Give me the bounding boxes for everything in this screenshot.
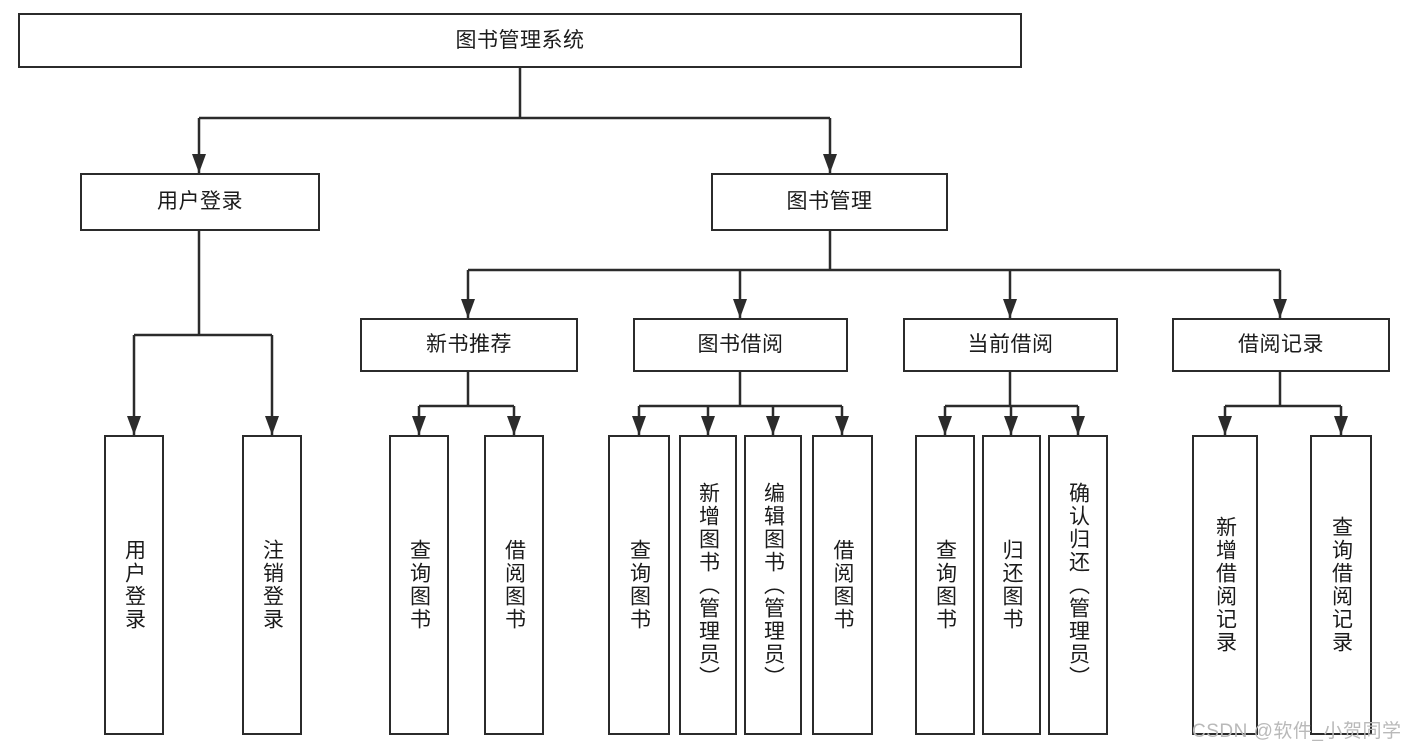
node-leaf-add-book-admin[interactable]: 新增图书（管理员） — [679, 435, 737, 735]
node-label: 确认归还（管理员） — [1066, 481, 1090, 689]
userlogin-to-leaves-arrowhead-1 — [265, 416, 279, 435]
node-leaf-query-borrow-record[interactable]: 查询借阅记录 — [1310, 435, 1372, 735]
node-label: 图书管理 — [786, 190, 873, 214]
bookmanage-to-level2-arrowhead-1 — [733, 299, 747, 318]
node-current-borrow[interactable]: 当前借阅 — [903, 318, 1118, 372]
node-leaf-logout[interactable]: 注销登录 — [242, 435, 302, 735]
node-label: 图书借阅 — [697, 333, 784, 357]
bookmanage-to-level2-arrowhead-2 — [1003, 299, 1017, 318]
bookborrow-to-leaves-arrowhead-0 — [632, 416, 646, 435]
node-label: 用户登录 — [157, 190, 243, 214]
node-leaf-borrow-book-rec[interactable]: 借阅图书 — [484, 435, 544, 735]
currentborrow-to-leaves-arrowhead-0 — [938, 416, 952, 435]
node-leaf-return-book[interactable]: 归还图书 — [982, 435, 1041, 735]
bookborrow-to-leaves-arrowhead-3 — [835, 416, 849, 435]
node-label: 查询图书 — [407, 539, 431, 631]
node-label: 图书管理系统 — [455, 28, 585, 52]
node-leaf-query-book-rec[interactable]: 查询图书 — [389, 435, 449, 735]
bookmanage-to-level2-arrowhead-0 — [461, 299, 475, 318]
node-leaf-add-borrow-record[interactable]: 新增借阅记录 — [1192, 435, 1258, 735]
node-book-borrow[interactable]: 图书借阅 — [633, 318, 848, 372]
node-label: 查询图书 — [627, 539, 651, 631]
node-leaf-query-book-borrow[interactable]: 查询图书 — [608, 435, 670, 735]
node-label: 注销登录 — [260, 539, 284, 631]
node-book-manage[interactable]: 图书管理 — [711, 173, 948, 231]
node-label: 新增图书（管理员） — [696, 481, 720, 689]
node-label: 编辑图书（管理员） — [761, 481, 785, 689]
node-label: 当前借阅 — [967, 333, 1054, 357]
node-label: 新书推荐 — [426, 333, 512, 357]
node-label: 查询图书 — [933, 539, 957, 631]
node-label: 借阅图书 — [831, 539, 854, 631]
node-root[interactable]: 图书管理系统 — [18, 13, 1022, 68]
node-label: 用户登录 — [122, 539, 146, 631]
root-to-level1-arrowhead-1 — [823, 154, 837, 173]
node-label: 新增借阅记录 — [1213, 516, 1237, 654]
node-label: 借阅图书 — [502, 539, 526, 631]
node-leaf-edit-book-admin[interactable]: 编辑图书（管理员） — [744, 435, 802, 735]
currentborrow-to-leaves-arrowhead-1 — [1004, 416, 1018, 435]
newbook-to-leaves-arrowhead-1 — [507, 416, 521, 435]
newbook-to-leaves-arrowhead-0 — [412, 416, 426, 435]
node-leaf-query-book-current[interactable]: 查询图书 — [915, 435, 975, 735]
node-label: 归还图书 — [1000, 539, 1023, 631]
watermark-text: CSDN @软件_小贺同学 — [1192, 721, 1402, 742]
node-leaf-borrow-book[interactable]: 借阅图书 — [812, 435, 873, 735]
bookmanage-to-level2-arrowhead-3 — [1273, 299, 1287, 318]
node-label: 借阅记录 — [1238, 333, 1324, 357]
currentborrow-to-leaves-arrowhead-2 — [1071, 416, 1085, 435]
bookborrow-to-leaves-arrowhead-1 — [701, 416, 715, 435]
node-label: 查询借阅记录 — [1329, 516, 1353, 654]
bookborrow-to-leaves-arrowhead-2 — [766, 416, 780, 435]
borrowrecord-to-leaves-arrowhead-0 — [1218, 416, 1232, 435]
userlogin-to-leaves-arrowhead-0 — [127, 416, 141, 435]
node-borrow-record[interactable]: 借阅记录 — [1172, 318, 1390, 372]
root-to-level1-arrowhead-0 — [192, 154, 206, 173]
node-leaf-user-login[interactable]: 用户登录 — [104, 435, 164, 735]
node-user-login[interactable]: 用户登录 — [80, 173, 320, 231]
node-new-book-recommend[interactable]: 新书推荐 — [360, 318, 578, 372]
borrowrecord-to-leaves-arrowhead-1 — [1334, 416, 1348, 435]
node-leaf-confirm-return-admin[interactable]: 确认归还（管理员） — [1048, 435, 1108, 735]
